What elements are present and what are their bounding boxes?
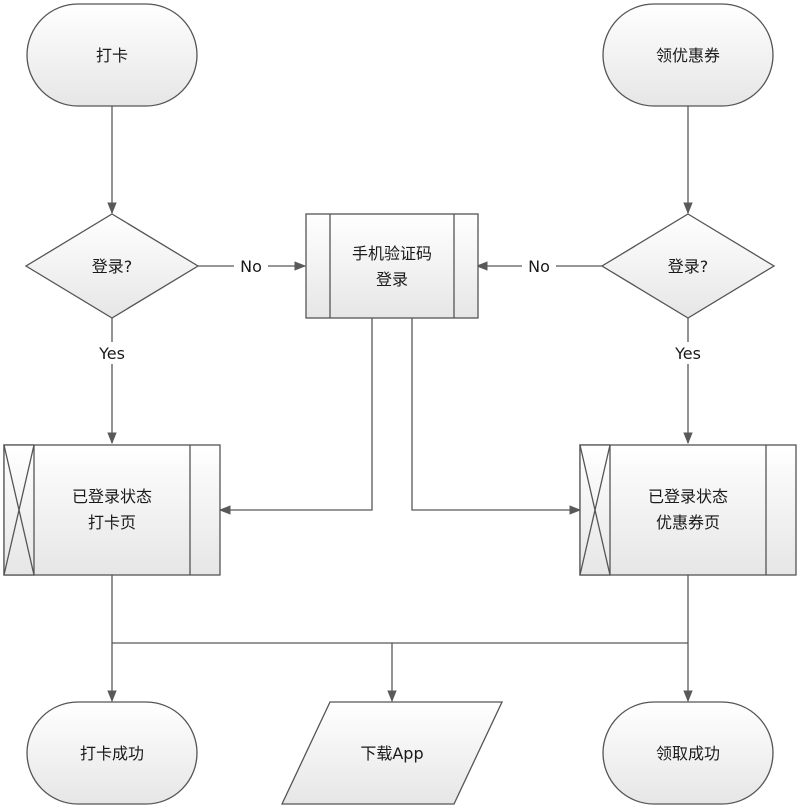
node-checkin-success: 打卡成功	[26, 701, 198, 805]
process-coupon-page-line1: 已登录状态	[648, 487, 728, 506]
process-coupon-page-line2: 优惠券页	[656, 513, 720, 532]
process-sms-login-line1: 手机验证码	[352, 244, 432, 263]
edge-sms-to-coupon-page	[411, 318, 582, 515]
process-checkin-page-line1: 已登录状态	[72, 487, 152, 506]
process-checkin-page-line2: 打卡页	[88, 513, 136, 532]
node-checkin-success-label: 打卡成功	[80, 744, 144, 763]
process-sms-login: 手机验证码 登录	[305, 213, 479, 319]
process-coupon-page: 已登录状态 优惠券页	[579, 444, 797, 576]
edge-label-right-yes: Yes	[674, 344, 701, 363]
node-coupon-success-label: 领取成功	[656, 744, 720, 763]
node-download-app: 下载App	[280, 701, 504, 805]
process-sms-login-line2: 登录	[376, 270, 408, 289]
decision-login-left: 登录?	[24, 213, 200, 319]
edge-label-right-no: No	[528, 257, 550, 276]
process-checkin-page: 已登录状态 打卡页	[3, 444, 221, 576]
edge-labels: No No Yes Yes	[92, 255, 708, 364]
node-checkin-start: 打卡	[26, 3, 198, 107]
connectors	[107, 106, 693, 703]
decision-login-left-label: 登录?	[92, 257, 133, 276]
node-coupon-success: 领取成功	[602, 701, 774, 805]
node-coupon-start-label: 领优惠券	[656, 46, 720, 65]
edge-sms-to-checkin-page	[218, 318, 373, 515]
decision-login-right: 登录?	[600, 213, 776, 319]
node-checkin-start-label: 打卡	[96, 46, 128, 65]
edge-label-left-no: No	[240, 257, 262, 276]
node-download-app-label: 下载App	[360, 744, 423, 763]
node-coupon-start: 领优惠券	[602, 3, 774, 107]
decision-login-right-label: 登录?	[668, 257, 709, 276]
edge-label-left-yes: Yes	[98, 344, 125, 363]
